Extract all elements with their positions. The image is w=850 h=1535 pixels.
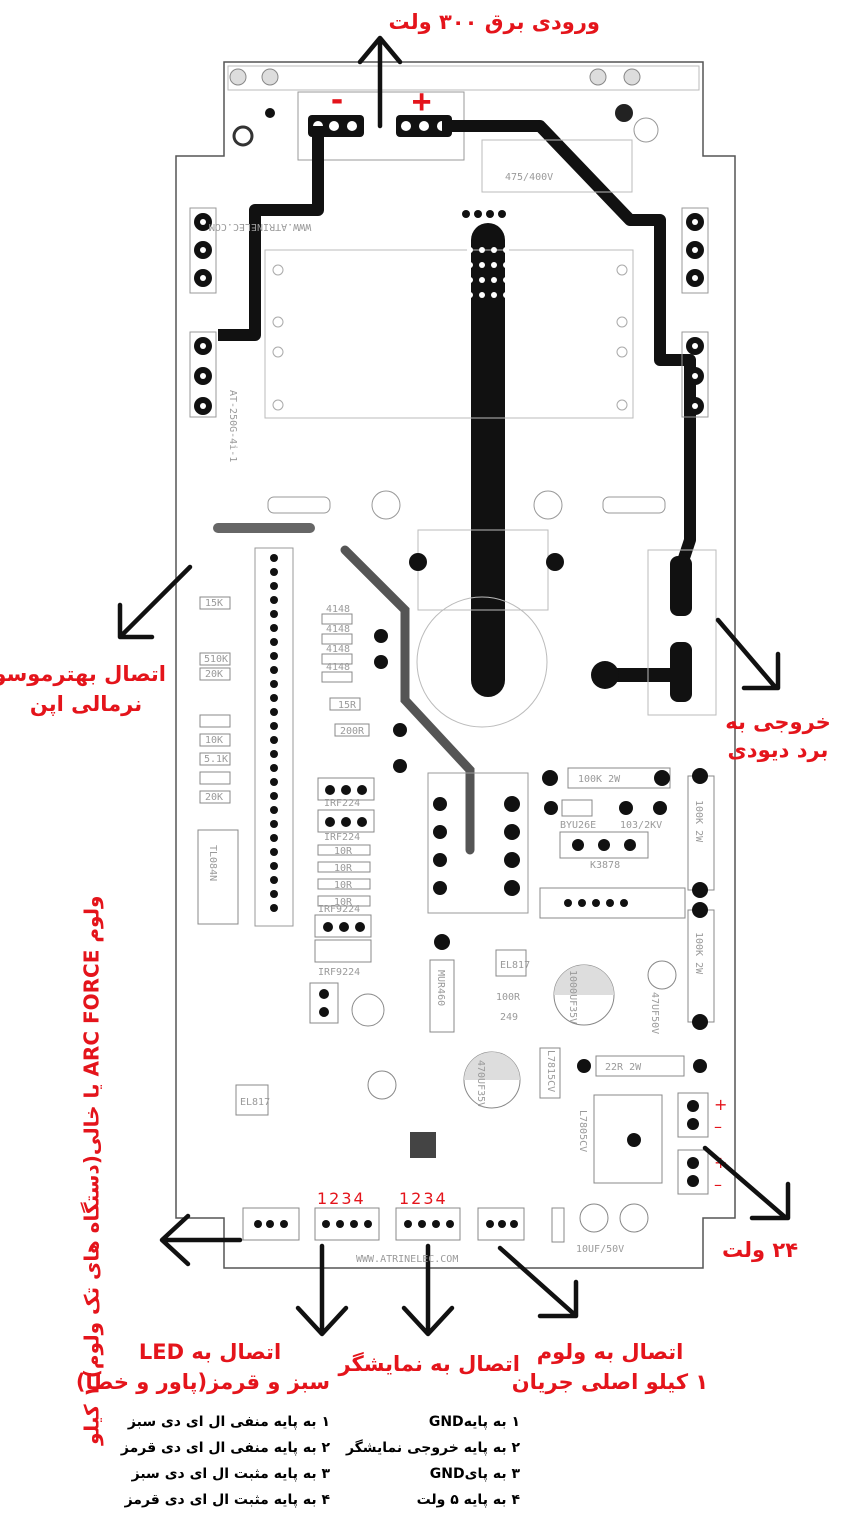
silkscreen-label: 100K 2W [693, 800, 704, 843]
silkscreen-label: 4148 [326, 644, 350, 655]
arrow-display [401, 1243, 455, 1337]
silkscreen-label: BYU26E [560, 820, 596, 831]
silkscreen-label: – [714, 1175, 722, 1194]
silkscreen-label: 4148 [326, 624, 350, 635]
silkscreen-label: + [714, 1095, 727, 1114]
label-24v: ۲۴ ولت [721, 1238, 799, 1262]
silkscreen-label: 47UF50V [649, 992, 660, 1034]
pin-numbers-led: 1234 [317, 1189, 366, 1208]
silkscreen-label: 510K [204, 654, 228, 665]
silkscreen-label: 4148 [326, 662, 350, 673]
label-volume-2: ۱ کیلو اصلی جریان [511, 1370, 709, 1394]
silkscreen-label: 470UF35V [475, 1060, 486, 1108]
plus-sign: + [412, 82, 431, 120]
silkscreen-label: 200R [340, 726, 365, 737]
mount-hole [229, 68, 247, 86]
silkscreen-label: 22R 2W [605, 1062, 642, 1073]
silkscreen-label: L7815CV [545, 1050, 556, 1092]
led-note: ۲ به پایه منفی ال ای دی قرمز [120, 1439, 330, 1456]
mount-hole [261, 68, 279, 86]
silkscreen-label: 10R [334, 846, 353, 857]
silkscreen-label: 15K [205, 598, 223, 609]
mount-hole [589, 68, 607, 86]
silkscreen-label: EL817 [240, 1097, 270, 1108]
arrow-power [357, 35, 403, 129]
silk-url-bottom: WWW.ATRINELEC.COM [356, 1254, 458, 1265]
label-thermal-switch-1: اتصال بهترموسوئیج [0, 662, 166, 686]
silkscreen-label: 100K 2W [578, 774, 621, 785]
silkscreen-label: IRF9224 [318, 967, 360, 978]
silkscreen-label: TL084N [207, 845, 218, 881]
silkscreen-label: 10R [334, 880, 353, 891]
silkscreen-label: 5.1K [204, 754, 228, 765]
silkscreen-label: 20K [205, 792, 223, 803]
led-notes: ۱ به پایه منفی ال ای دی سبز ۲ به پایه من… [120, 1410, 330, 1514]
tl084-ic [197, 829, 239, 925]
silk-model: AT-250G-4i-1 [227, 390, 238, 462]
label-power-input: ورودی برق ۳۰۰ ولت [388, 10, 600, 34]
label-volume-1: اتصال به ولوم [536, 1340, 684, 1364]
silkscreen-label: IRF224 [324, 798, 360, 809]
silkscreen-label: 10UF/50V [576, 1244, 624, 1255]
led-note: ۱ به پایه منفی ال ای دی سبز [127, 1414, 330, 1430]
label-diode-out-2: برد دیودی [727, 738, 829, 762]
silkscreen-label: L7805CV [577, 1110, 588, 1152]
display-note: ۴ به پایه ۵ ولت [416, 1491, 520, 1508]
led-note: ۳ به پایه مثبت ال ای دی سبز [131, 1465, 330, 1482]
arrow-diode [715, 617, 781, 691]
label-led-1: اتصال به LED [138, 1340, 282, 1364]
silkscreen-label: MUR460 [435, 970, 446, 1006]
board-top-tab [227, 65, 700, 91]
silkscreen-label: 100K 2W [693, 932, 704, 975]
led-note: ۴ به پایه مثبت ال ای دی قرمز [124, 1491, 330, 1508]
mount-hole [615, 104, 633, 122]
label-diode-out-1: خروجی به [725, 710, 831, 734]
silkscreen-label: 10R [334, 863, 353, 874]
pin-numbers-display: 1234 [399, 1189, 448, 1208]
annotation-arrows [117, 35, 791, 1337]
silkscreen-label: 100R [496, 992, 521, 1003]
arrow-arcforce [159, 1213, 243, 1267]
trace-grey-diag [340, 545, 475, 855]
silkscreen-label: K3878 [590, 860, 620, 871]
silkscreen-label: – [714, 1117, 722, 1136]
silkscreen-label: 475/400V [505, 172, 553, 183]
label-thermal-switch-2: نرمالی اپن [29, 692, 143, 716]
silkscreen-label: 10K [205, 735, 223, 746]
arrow-24v [702, 1145, 791, 1221]
silkscreen-label: 249 [500, 1012, 518, 1023]
label-display: اتصال به نمایشگر [338, 1352, 520, 1376]
silk-url-top: WWW.ATRINELEC.COM [209, 221, 311, 232]
silkscreen-label: 103/2KV [620, 820, 662, 831]
display-notes: ۱ به پایهGND ۲ به پایه خروجی نمایشگر ۳ ب… [345, 1410, 520, 1514]
transformer [264, 249, 634, 419]
trace-minus [218, 126, 324, 341]
display-note: ۱ به پایهGND [428, 1414, 520, 1430]
silkscreen-label: IRF9224 [318, 904, 360, 915]
silkscreen-label: IRF224 [324, 832, 360, 843]
silkscreen-label: EL817 [500, 960, 530, 971]
arrow-thermal [117, 564, 193, 640]
silkscreen-label: 1000UF35V [567, 970, 578, 1024]
mount-hole [623, 68, 641, 86]
silkscreen-label: 20K [205, 669, 223, 680]
display-note: ۳ به پایGND [429, 1465, 520, 1482]
arrow-led [295, 1243, 349, 1337]
silkscreen-label: 4148 [326, 604, 350, 615]
arrow-volume [497, 1245, 579, 1319]
board-outline [175, 61, 736, 1269]
minus-sign: - [328, 83, 346, 118]
display-note: ۲ به پایه خروجی نمایشگر [345, 1439, 520, 1456]
silkscreen-label: 15R [338, 700, 357, 711]
silkscreen-label: 10R [334, 897, 353, 908]
label-led-2: سبز و قرمز(پاور و خطا) [75, 1370, 330, 1394]
